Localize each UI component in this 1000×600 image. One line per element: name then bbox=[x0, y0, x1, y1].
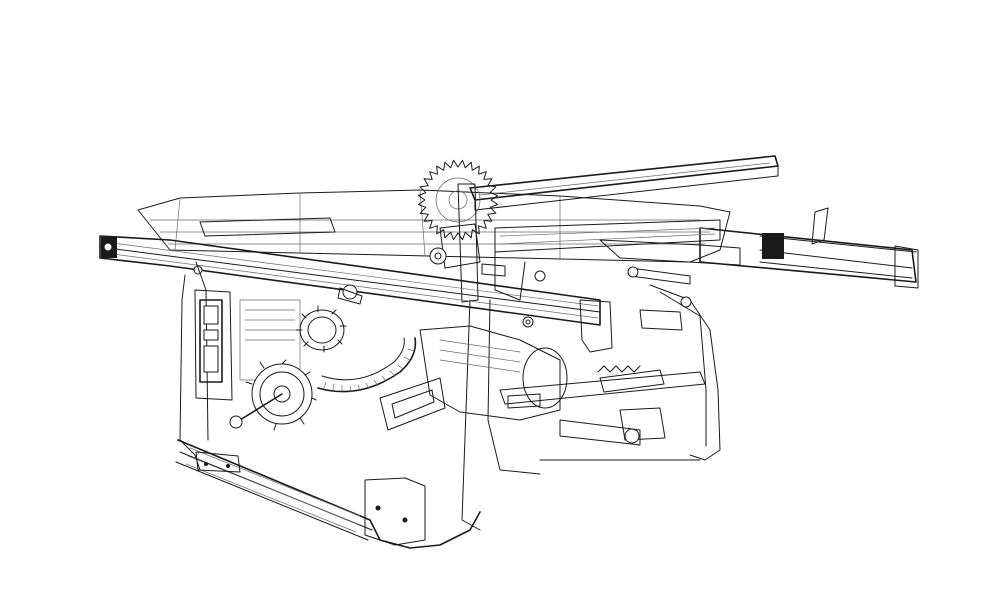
miter-gauge bbox=[499, 365, 706, 446]
table-top bbox=[137, 189, 731, 263]
blade-guard bbox=[429, 183, 481, 303]
rip-fence bbox=[469, 155, 779, 211]
front-fence-rail bbox=[99, 235, 613, 353]
saw-blade bbox=[417, 159, 499, 241]
fence-lock bbox=[481, 219, 721, 301]
stand-frame bbox=[175, 261, 721, 549]
extension-rail bbox=[599, 207, 919, 289]
side-tube bbox=[534, 266, 692, 331]
bevel-gear-arc bbox=[317, 337, 417, 393]
bevel-knob bbox=[295, 305, 347, 353]
height-handwheel bbox=[229, 359, 317, 431]
motor-housing bbox=[379, 325, 568, 431]
